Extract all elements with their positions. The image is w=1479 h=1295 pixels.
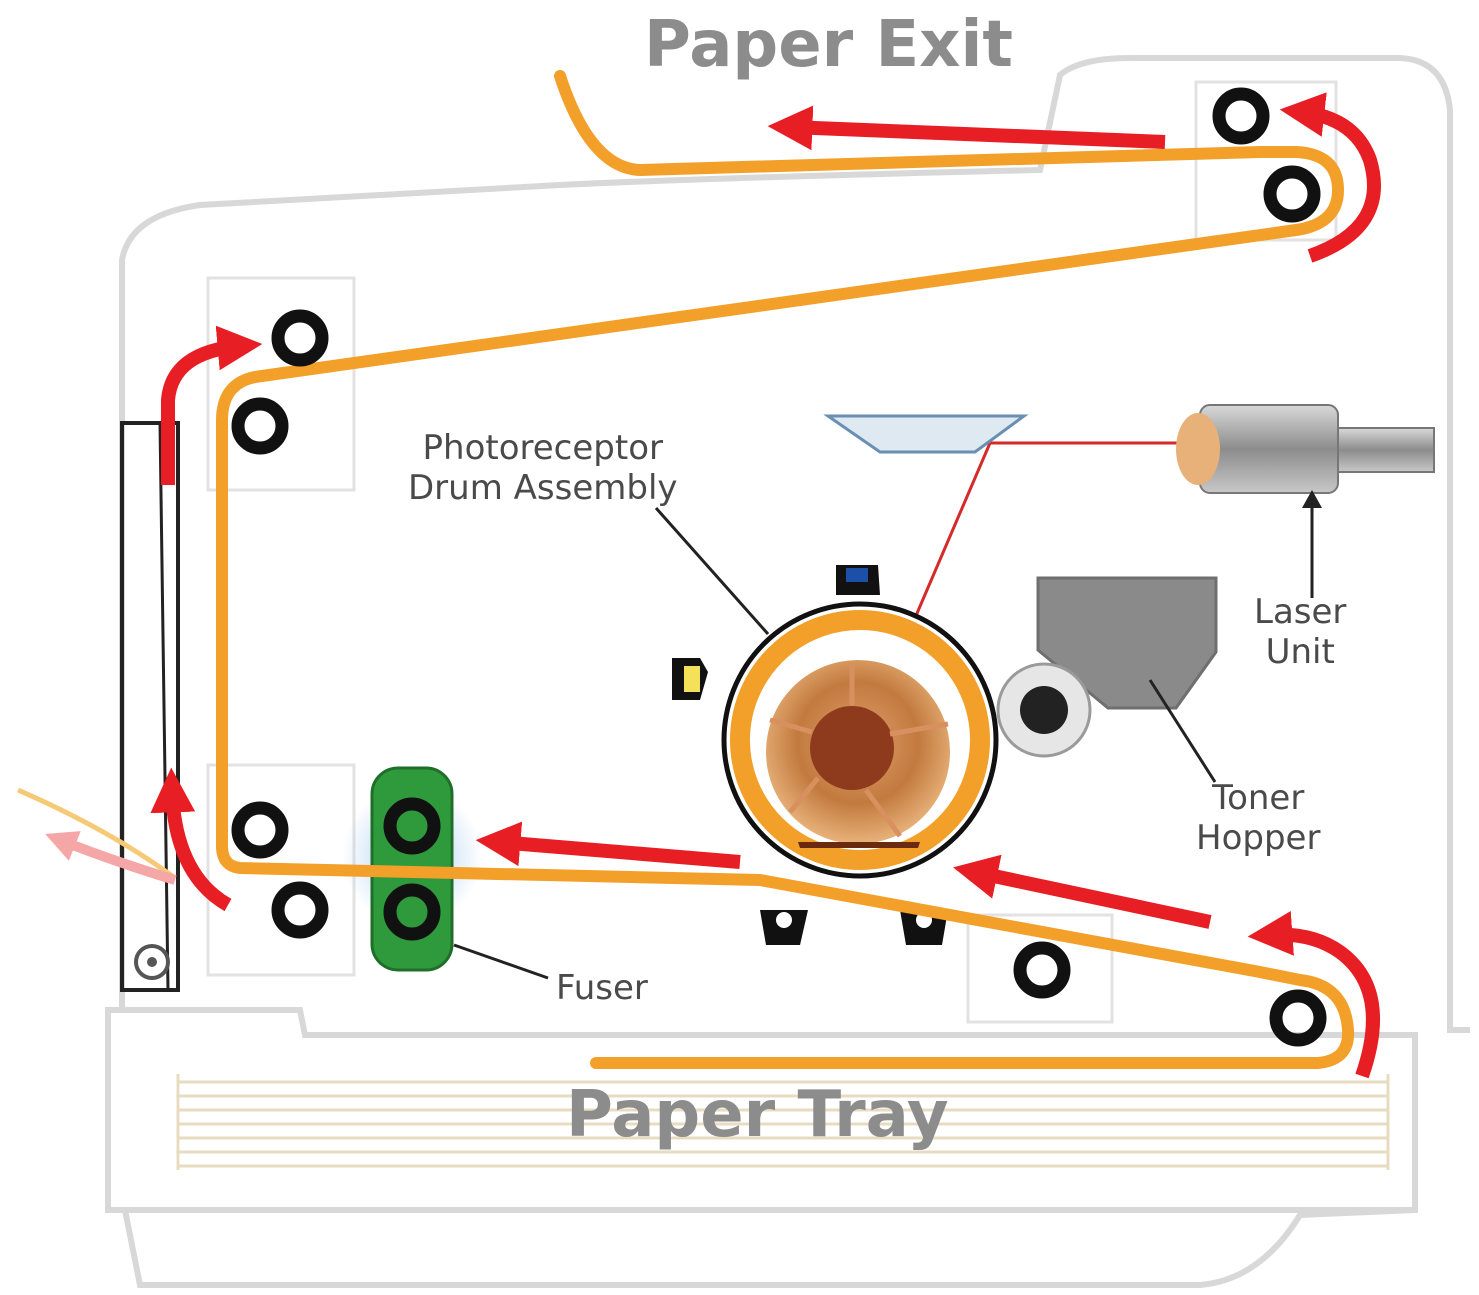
roller-icon [231, 87, 1327, 1047]
label-laser-unit: Laser Unit [1254, 592, 1346, 672]
label-toner-hopper: Toner Hopper [1196, 778, 1320, 858]
laser-beam [913, 441, 1182, 619]
label-photoreceptor-drum: Photoreceptor Drum Assembly [408, 428, 678, 508]
label-toner-line2: Hopper [1196, 818, 1321, 858]
label-laser-line2: Unit [1265, 632, 1335, 672]
label-toner-line1: Toner [1212, 778, 1305, 818]
label-photoreceptor-line2: Drum Assembly [408, 468, 678, 508]
rear-slot [120, 421, 180, 992]
toner-hopper-icon [996, 576, 1218, 783]
label-fuser: Fuser [556, 968, 648, 1008]
label-paper-tray: Paper Tray [566, 1078, 949, 1152]
rear-exit-paper [17, 787, 177, 881]
rear-exit-arrow-icon [45, 831, 177, 885]
label-photoreceptor-line1: Photoreceptor [422, 428, 663, 468]
paper-path [216, 70, 1355, 1069]
laser-icon [1176, 404, 1435, 598]
roller-housings [206, 80, 1338, 1024]
drum-icon [654, 507, 999, 945]
paper-stack-icon [176, 1074, 1390, 1170]
arrow-icon [150, 92, 1381, 1079]
printer-housing [105, 55, 1470, 1288]
mirror-icon [823, 414, 1029, 454]
label-paper-exit: Paper Exit [644, 8, 1013, 82]
label-laser-line1: Laser [1254, 592, 1347, 632]
